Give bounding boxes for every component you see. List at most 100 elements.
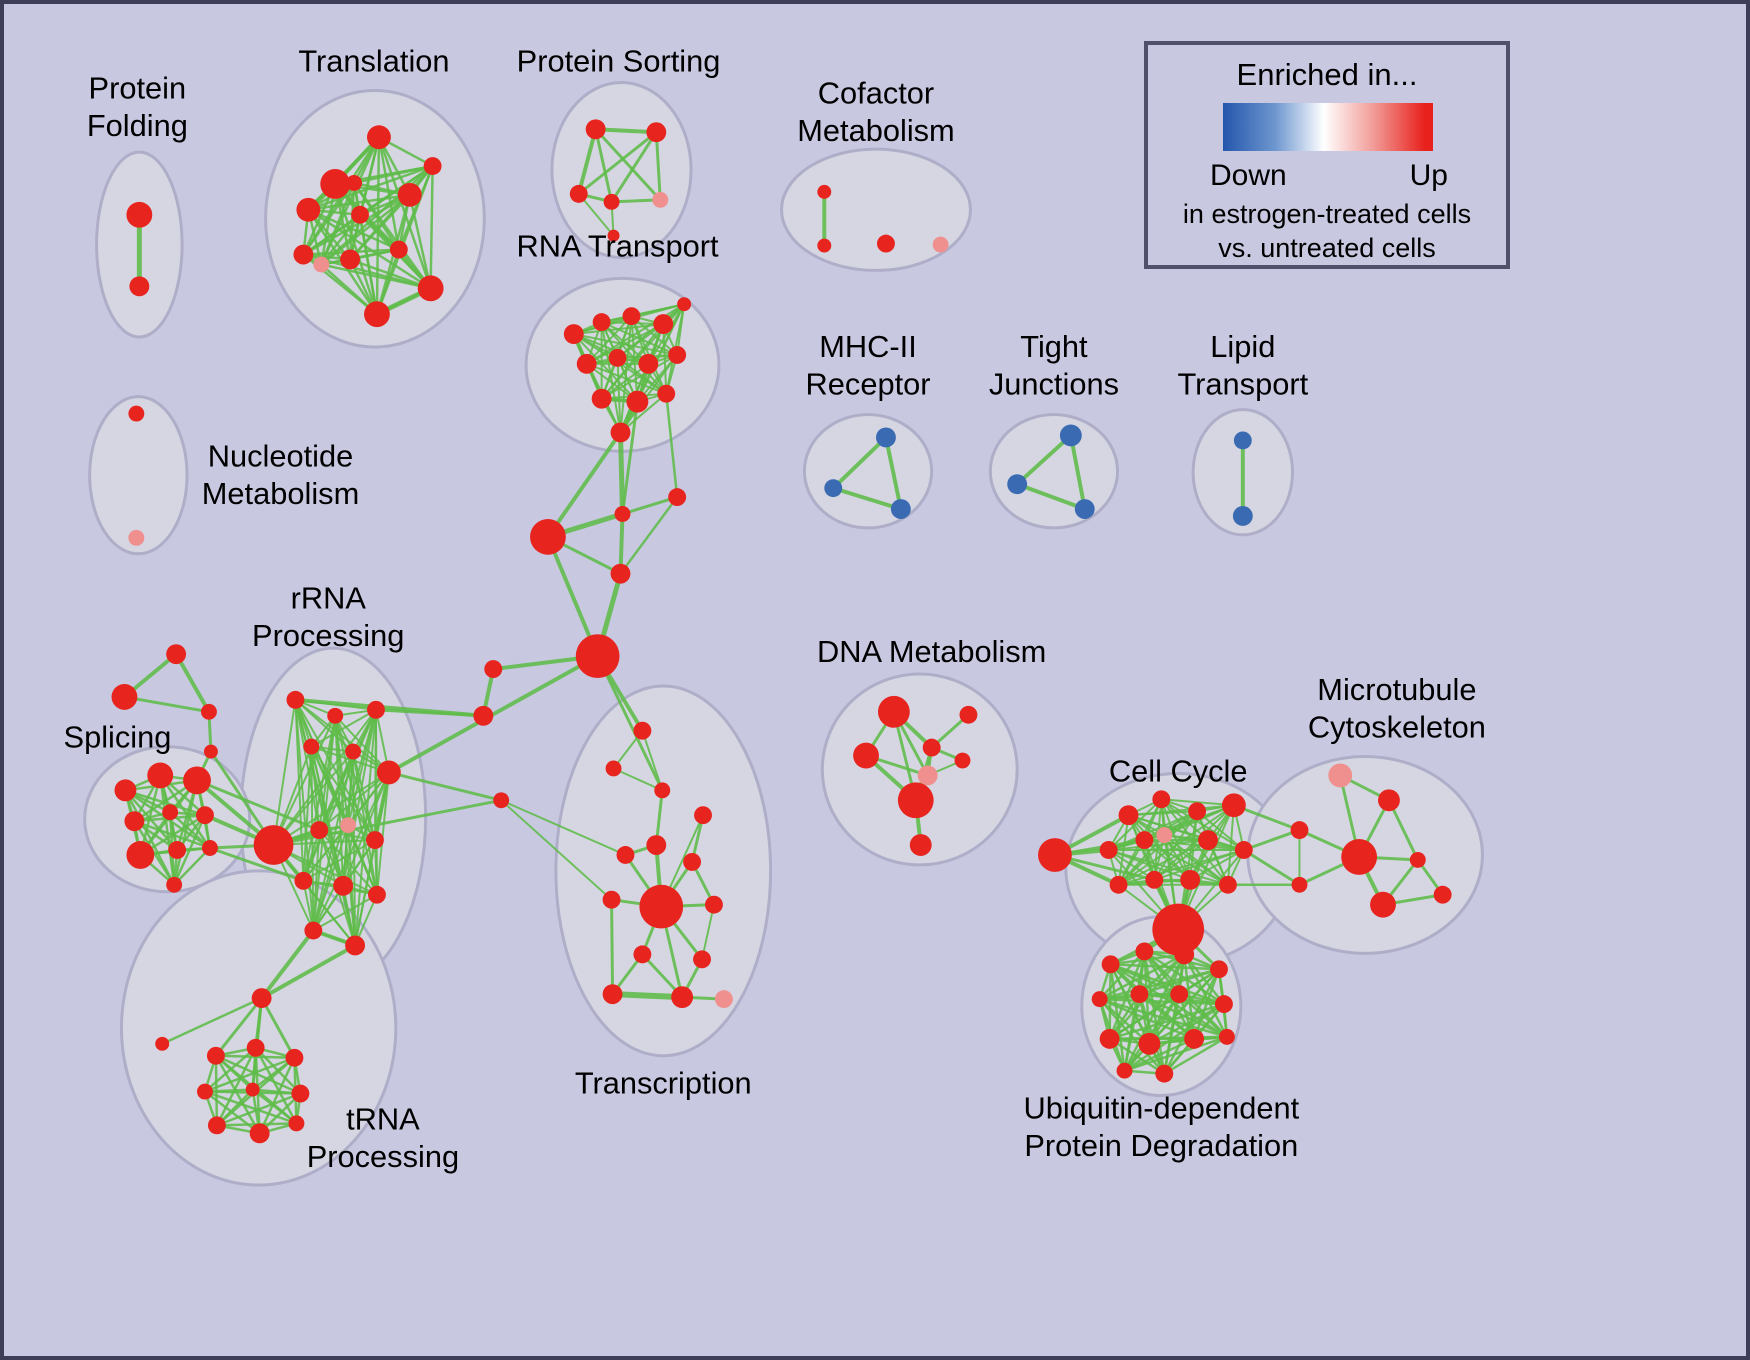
node-ubiquitin-degradation-13 [1116,1062,1133,1079]
node-splicing-4 [162,804,179,821]
edge [302,708,377,882]
edge [1143,810,1199,842]
edge [545,430,623,539]
node-rrna-processing-3 [303,738,320,755]
edge [576,127,598,196]
node-splicing-9 [166,876,183,893]
node-transcription-10 [633,945,652,964]
node-protein-sorting-4 [652,191,669,208]
node-microtubule-cytoskeleton-0 [1328,763,1353,788]
node-transcription-8 [602,890,621,909]
edge [302,164,434,256]
edge [168,810,212,850]
node-rrna-processing-14 [345,935,366,956]
node-splicing-6 [126,841,155,869]
edge [203,1088,254,1093]
node-trna-processing-2 [246,1038,265,1057]
edge [1153,849,1245,881]
node-dna-metabolism-6 [897,782,934,819]
edge [122,695,211,714]
edge [352,181,432,290]
node-rrna-processing-1 [327,707,344,724]
cluster-label-splicing: Splicing [64,720,172,755]
edge [610,898,615,996]
node-translation-10 [364,301,390,328]
edge [1098,997,1151,1046]
node-rrna-processing-9 [366,831,384,849]
edge [312,771,390,932]
edge [1117,839,1210,886]
edge [310,708,377,748]
edge [577,192,615,237]
edge [215,1092,302,1127]
edge [630,303,686,318]
edge [195,778,321,832]
node-rna-transport-4 [677,297,692,312]
edge [158,774,176,887]
edge [596,654,664,792]
node-translation-3 [351,205,369,224]
node-transcription-4 [646,835,667,855]
node-protein-sorting-3 [603,193,620,210]
node-splicing-1 [147,762,174,789]
node-lipid-transport-1 [1232,506,1253,526]
edge [500,799,627,856]
node-dna-metabolism-5 [954,752,971,769]
node-ubiquitin-degradation-3 [1210,960,1228,979]
node-rna-transport-8 [668,345,687,364]
node-nucleotide-metabolism-1 [128,529,145,546]
node-mhc-ii-receptor-2 [890,499,911,519]
node-ubiquitin-degradation-0 [1101,955,1120,974]
edge [251,1088,298,1125]
node-ubiquitin-degradation-7 [1214,995,1233,1014]
edge [272,698,297,847]
node-transcription-3 [694,806,712,825]
node-rrna-processing-6 [253,825,294,865]
edge [594,127,662,202]
cluster-label-transcription: Transcription [575,1066,752,1101]
node-transcription-5 [616,846,635,864]
node-protein-folding-0 [126,201,153,228]
cluster-label-cell-cycle: Cell Cycle [1109,753,1248,788]
node-translation-9 [417,275,444,302]
edge [352,164,434,185]
edge [348,181,356,261]
node-microtubule-cytoskeleton-1 [1378,789,1400,812]
edge [318,829,345,887]
cluster-ellipse-nucleotide-metabolism [88,395,189,556]
node-trna-processing-7 [249,1123,270,1144]
edge [386,654,600,775]
edge [1108,1002,1226,1041]
node-splicing-0 [114,779,137,802]
node-lipid-transport-0 [1233,431,1252,450]
edge [1108,992,1181,1041]
node-transcription-6 [683,852,702,871]
edge [1068,433,1087,511]
node-cofactor-metabolism-0 [817,184,832,199]
node-trna-processing-9 [245,1082,260,1097]
edge [302,181,356,256]
node-protein-sorting-0 [585,119,606,140]
node-cell-cycle-1 [1118,805,1139,826]
node-rna-transport-3 [653,314,674,335]
edge [302,839,376,882]
node-translation-2 [296,197,321,222]
node-rrna-processing-0 [286,690,305,709]
nodes [111,119,1452,1144]
cluster-ellipse-mhc-ii-receptor [802,413,934,530]
edge [1143,839,1229,886]
edge [124,789,176,887]
edge [352,750,357,947]
node-dna-metabolism-7 [909,834,932,856]
node-ubiquitin-degradation-11 [1218,1028,1235,1045]
edge [1123,953,1186,1072]
edge [307,208,401,251]
node-microtubule-cytoskeleton-4 [1409,851,1426,868]
edge [203,1090,261,1135]
node-transcription-2 [654,782,671,799]
edge [214,1054,261,1135]
